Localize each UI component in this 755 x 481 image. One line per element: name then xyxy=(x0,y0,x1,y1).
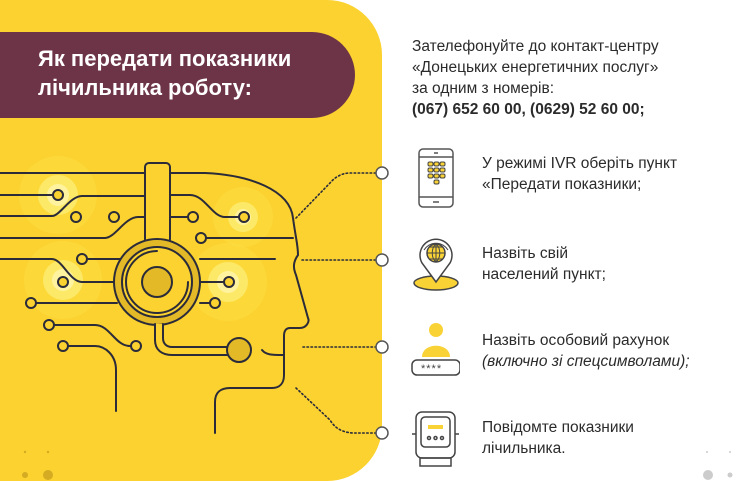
step-text: Назвіть свій населений пункт; xyxy=(482,245,606,283)
step-text: Повідомте показники лічильника. xyxy=(482,419,634,457)
title-banner: Як передати показники лічильника роботу: xyxy=(0,32,355,118)
decorative-dots xyxy=(703,451,733,480)
step-meter: Повідомте показники лічильника. xyxy=(410,410,740,480)
step-account: **** Назвіть особовий рахунок (включно з… xyxy=(410,320,740,390)
step-location: Назвіть свій населений пункт; xyxy=(410,233,740,303)
location-globe-pin-icon xyxy=(413,238,459,291)
step-text: У режимі IVR оберіть пункт «Передати пок… xyxy=(482,155,678,193)
user-password-icon xyxy=(411,323,460,376)
step-text: Назвіть особовий рахунок (включно зі спе… xyxy=(482,332,690,370)
page-title: Як передати показники лічильника роботу: xyxy=(38,46,292,100)
phone-keypad-icon xyxy=(418,148,454,208)
step-ivr: У режимі IVR оберіть пункт «Передати пок… xyxy=(410,146,740,216)
robot-head-headset-illustration xyxy=(0,156,389,480)
phone-numbers[interactable]: (067) 652 60 00, (0629) 52 60 00; xyxy=(412,101,645,118)
password-mask: **** xyxy=(421,363,443,375)
contact-intro: Зателефонуйте до контакт-центру «Донецьк… xyxy=(412,38,659,118)
electric-meter-icon xyxy=(412,411,459,467)
